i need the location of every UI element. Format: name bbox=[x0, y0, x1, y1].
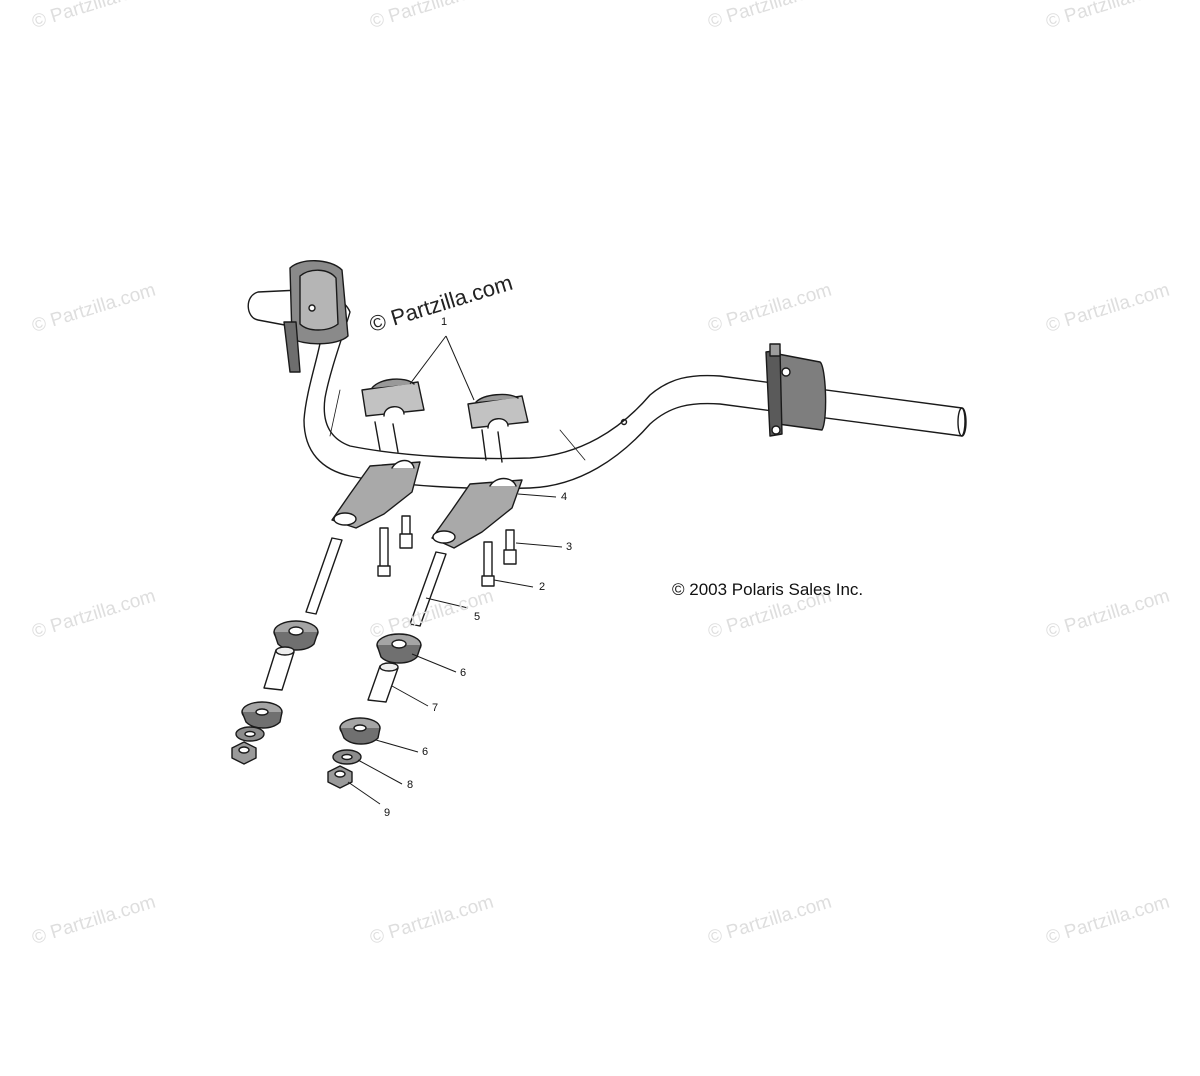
callout-5: 5 bbox=[474, 611, 481, 623]
upper-clamp-left bbox=[361, 378, 425, 417]
stud-left bbox=[305, 537, 343, 615]
bolt-short-right bbox=[503, 529, 517, 565]
right-switch-housing bbox=[765, 343, 827, 437]
callout-3: 3 bbox=[566, 541, 573, 553]
callout-4: 4 bbox=[561, 491, 568, 503]
upper-bushing-left bbox=[273, 620, 319, 651]
callout-7: 7 bbox=[432, 702, 439, 714]
lower-bushing-right bbox=[339, 717, 381, 745]
nut-right bbox=[327, 765, 353, 789]
copyright-text: © 2003 Polaris Sales Inc. bbox=[672, 580, 864, 599]
callout-1: 1 bbox=[441, 316, 448, 328]
riser-left bbox=[331, 459, 421, 529]
washer-right bbox=[332, 749, 362, 765]
bolt-short-left bbox=[399, 515, 413, 549]
stud-right bbox=[409, 551, 447, 627]
left-switch-housing bbox=[283, 260, 349, 373]
callout-6: 6 bbox=[460, 667, 467, 679]
upper-bushing-right bbox=[376, 633, 422, 664]
callout-8: 8 bbox=[407, 779, 414, 791]
nut-left bbox=[231, 741, 257, 765]
lower-bushing-left bbox=[241, 701, 283, 729]
bolt-long-right bbox=[481, 541, 495, 587]
upper-clamp-right bbox=[467, 393, 529, 429]
callout-2: 2 bbox=[539, 581, 546, 593]
riser-right bbox=[431, 477, 523, 549]
sleeve-left bbox=[263, 646, 295, 691]
callout-9: 9 bbox=[384, 807, 391, 819]
sleeve-right bbox=[367, 662, 399, 703]
washer-left bbox=[235, 726, 265, 742]
leader-lines bbox=[347, 335, 563, 805]
bolt-long-left bbox=[377, 527, 391, 577]
handlebar-tube bbox=[247, 289, 967, 490]
callout-6-lower: 6 bbox=[422, 746, 429, 758]
